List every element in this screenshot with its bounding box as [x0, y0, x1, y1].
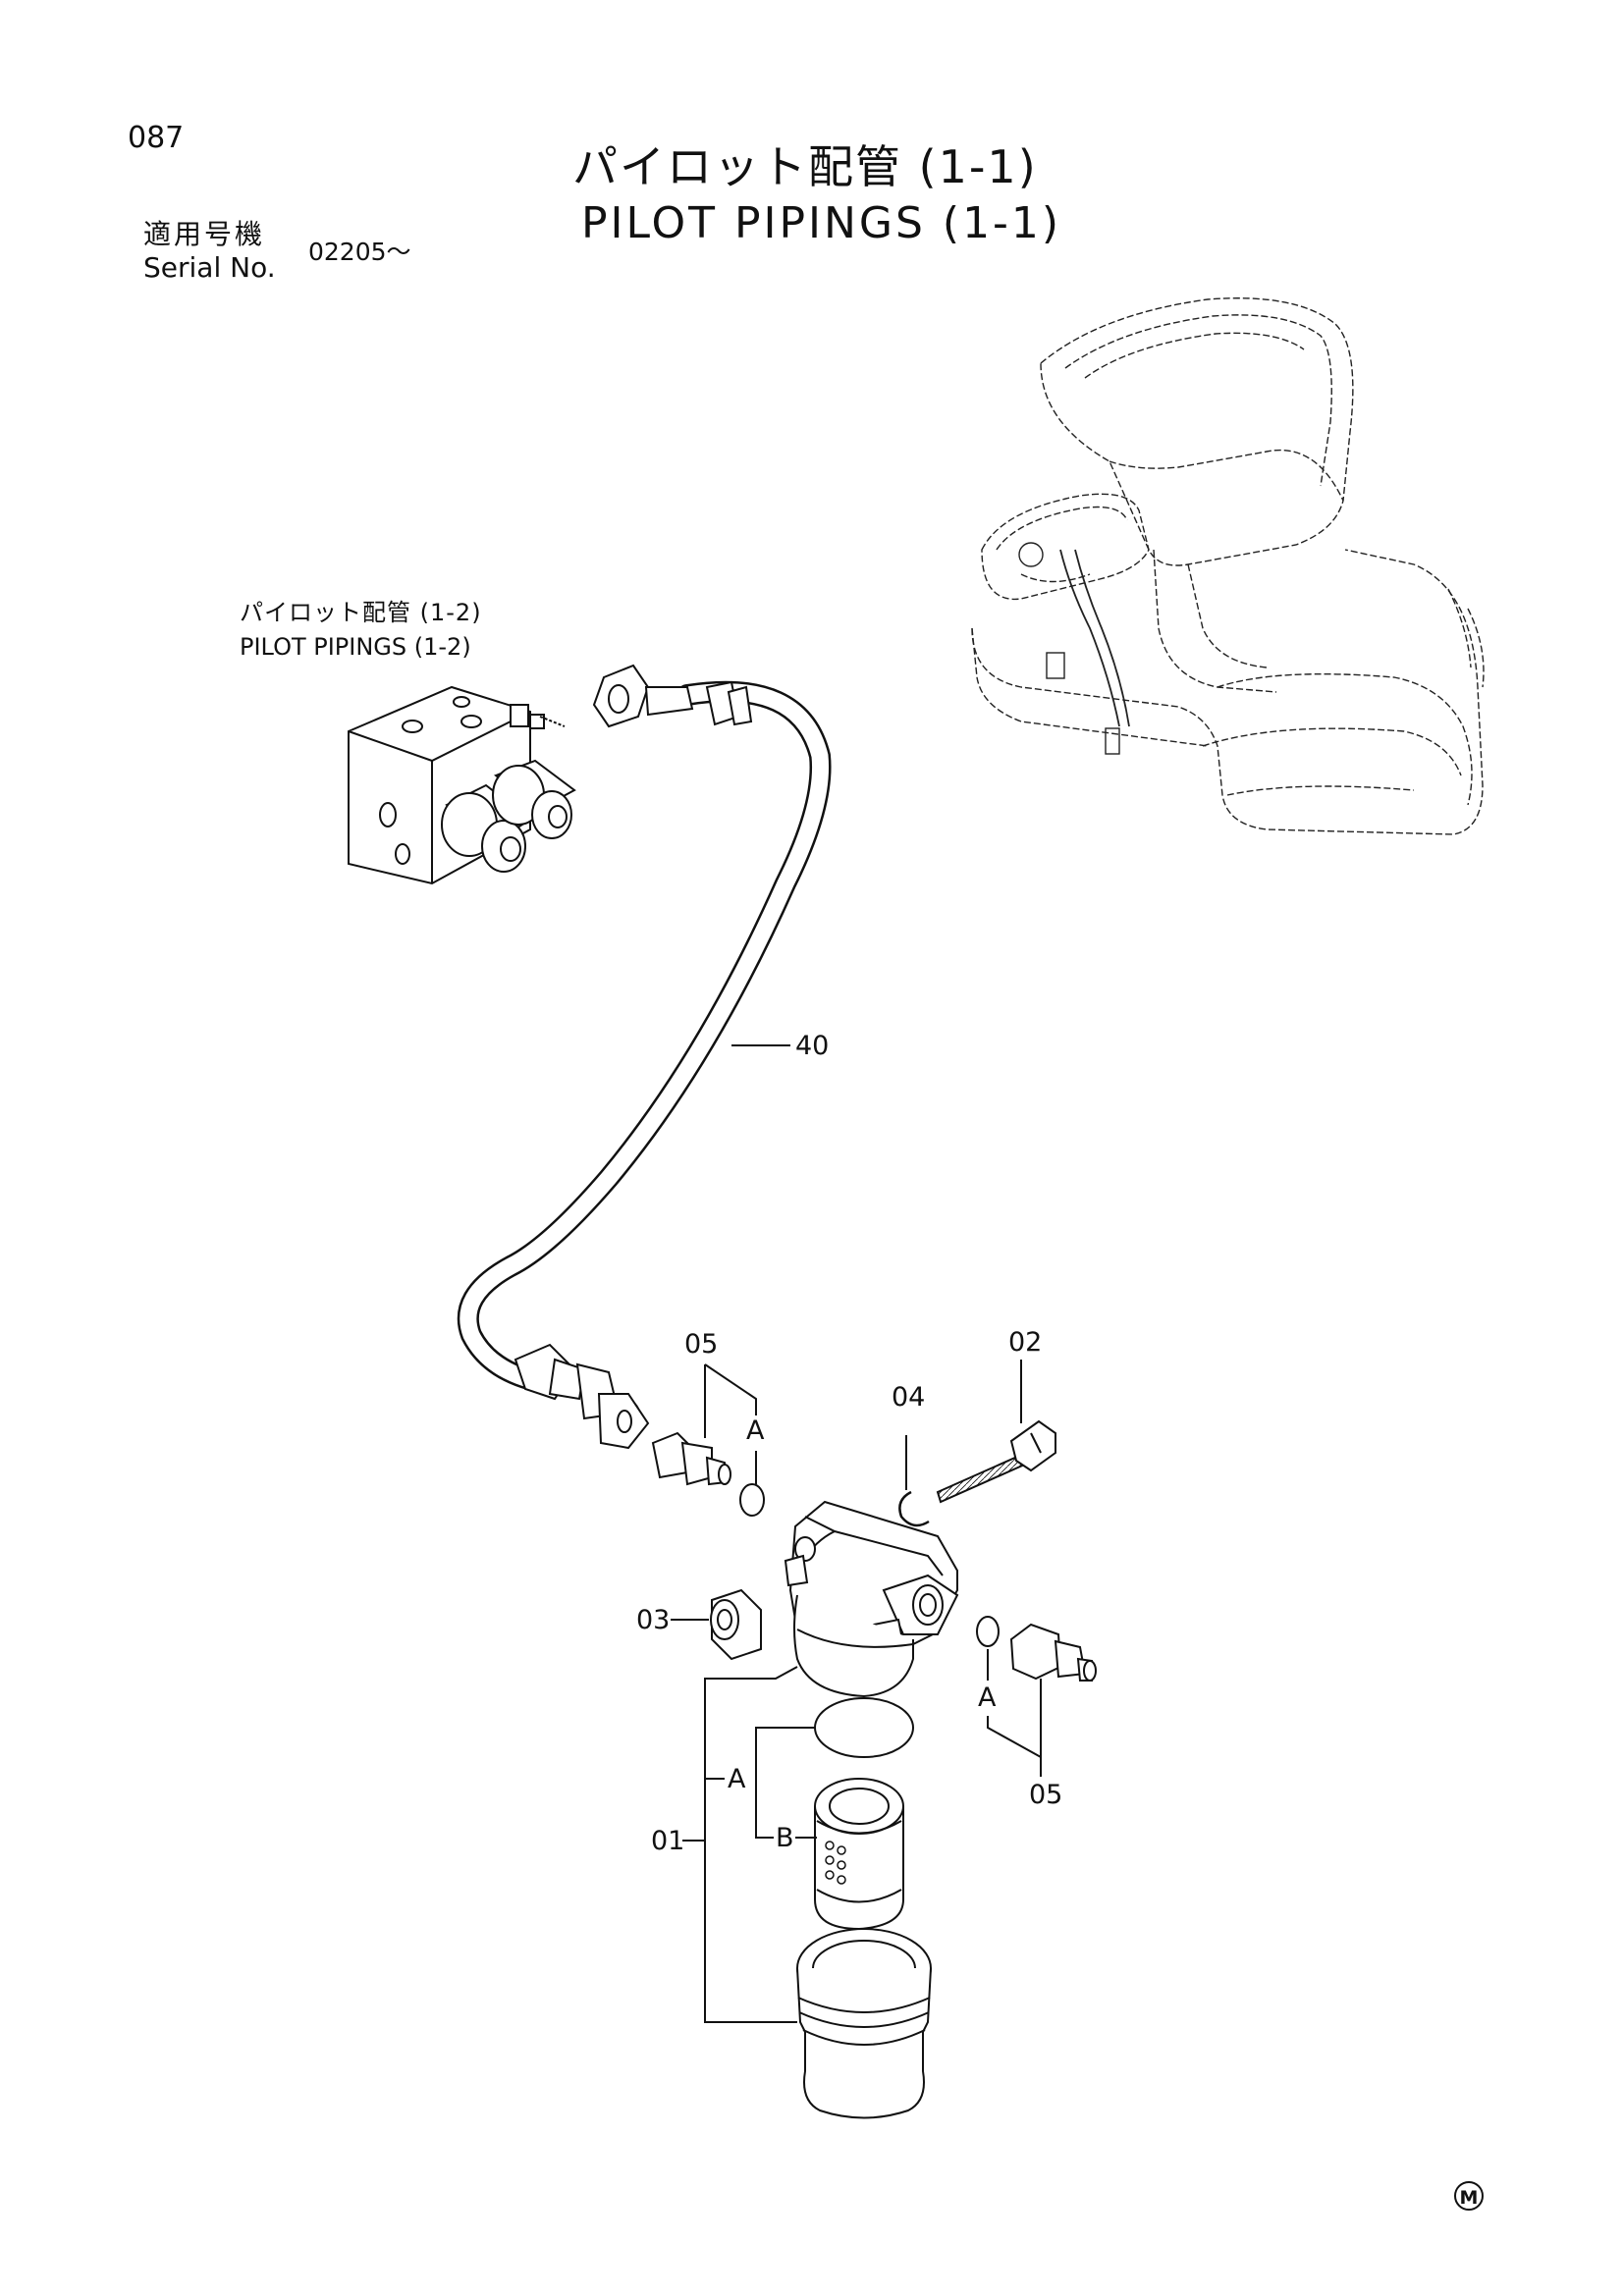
filter-element: [814, 1778, 904, 1931]
page-title-english: PILOT PIPINGS (1-1): [581, 198, 1062, 248]
callout-a-right: A: [978, 1682, 997, 1713]
reference-label-japanese: パイロット配管 (1-2): [240, 599, 482, 626]
callout-05-top: 05: [684, 1329, 718, 1360]
filter-case: [796, 1928, 932, 2119]
bolt-02: [936, 1419, 1056, 1504]
filter-o-ring: [814, 1697, 914, 1758]
adapter-05-left: [651, 1431, 731, 1486]
pilot-valve-block: [348, 685, 576, 885]
callout-03: 03: [636, 1605, 670, 1635]
callout-05-bottom: 05: [1029, 1780, 1062, 1810]
callout-a-filter: A: [728, 1764, 746, 1794]
callout-04: 04: [892, 1382, 925, 1413]
page-title-japanese: パイロット配管 (1-1): [572, 140, 1038, 193]
callout-40: 40: [795, 1031, 829, 1061]
callout-a-top: A: [746, 1415, 765, 1446]
serial-label-japanese: 適用号機: [143, 218, 266, 250]
operator-seat-illustration: [971, 297, 1485, 835]
reference-label-english: PILOT PIPINGS (1-2): [240, 633, 471, 661]
adapter-05-right: [1009, 1623, 1097, 1682]
spring-washer-04: [898, 1490, 930, 1527]
bushing-03: [710, 1588, 762, 1661]
leader-lines: [671, 1044, 1042, 2023]
o-ring-left: [739, 1483, 765, 1517]
serial-label-english: Serial No.: [143, 251, 276, 284]
circled-m-mark: M: [1454, 2181, 1484, 2211]
line-filter-head: [784, 1500, 959, 1698]
callout-01: 01: [651, 1826, 684, 1856]
callout-02: 02: [1008, 1327, 1042, 1358]
svg-text:M: M: [1460, 2187, 1479, 2209]
o-ring-right: [976, 1616, 1000, 1647]
page-number: 087: [128, 121, 185, 155]
serial-number-value: 02205～: [308, 238, 411, 266]
callout-b-filter: B: [776, 1823, 794, 1853]
pilot-hose-40: [457, 664, 832, 1450]
